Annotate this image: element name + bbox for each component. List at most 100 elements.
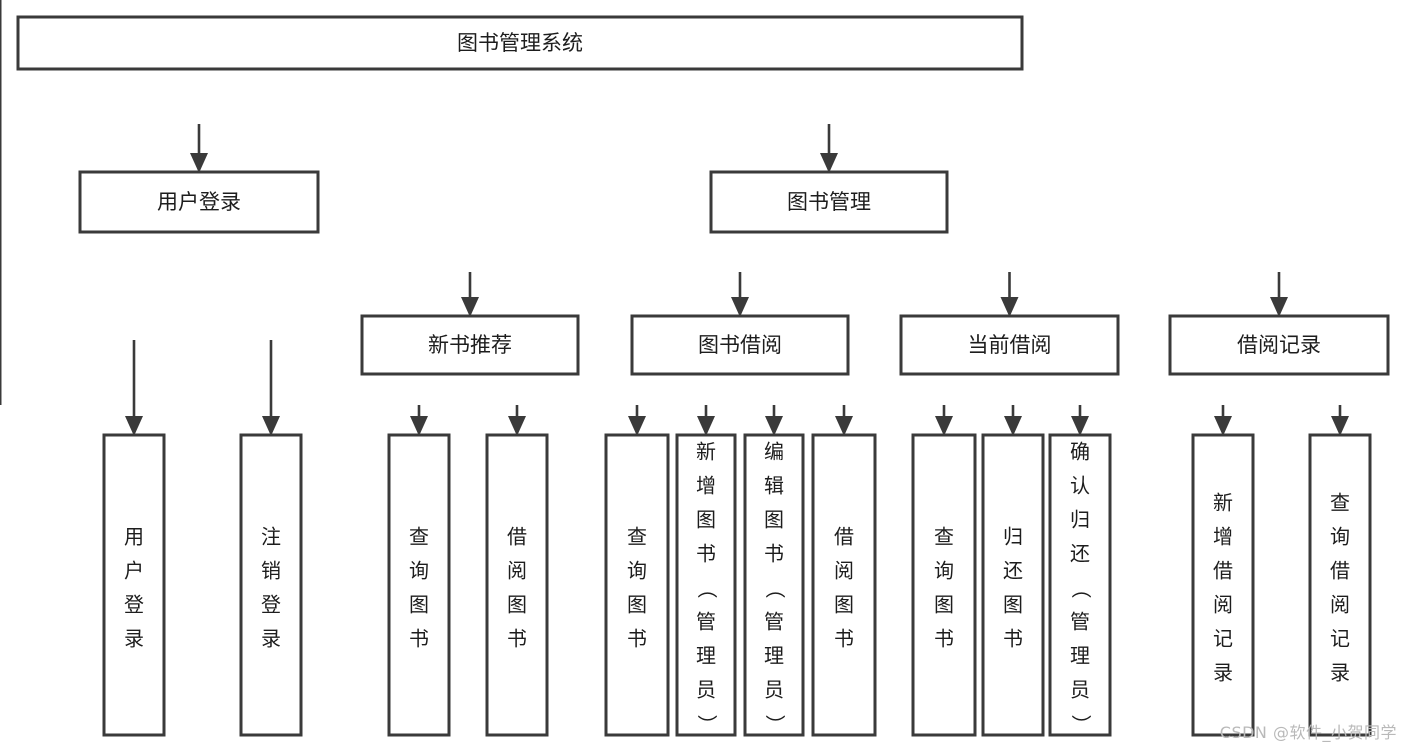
node-leaf-return-book-box[interactable] (981, 433, 1045, 737)
svg-text:图: 图 (696, 508, 716, 532)
node-leaf-query-borrow-record-box[interactable] (1308, 433, 1372, 737)
user-login-to-leaves-arrow-0 (125, 416, 143, 436)
svg-text:借: 借 (1330, 559, 1350, 583)
node-book-borrow-label: 图书借阅 (698, 333, 782, 357)
node-user-login-label: 用户登录 (157, 190, 241, 214)
svg-text:阅: 阅 (1330, 593, 1350, 617)
book-manage-to-level3-arrow-1 (731, 297, 749, 317)
svg-text:书: 书 (1003, 627, 1023, 651)
svg-text:图: 图 (409, 593, 429, 617)
node-leaf-query-book-rec-box[interactable] (387, 433, 451, 737)
svg-text:）: ） (763, 715, 787, 735)
borrow-record-to-leaves-arrow-1 (1331, 416, 1349, 436)
book-borrow-to-leaves-arrow-1 (697, 416, 715, 436)
svg-text:确: 确 (1070, 440, 1090, 464)
svg-text:）: ） (695, 715, 719, 735)
svg-text:（: （ (1069, 579, 1093, 599)
svg-text:书: 书 (627, 627, 647, 651)
node-leaf-borrow-book-rec-box[interactable] (485, 433, 549, 737)
svg-text:员: 员 (1070, 678, 1090, 702)
node-leaf-add-borrow-record-box[interactable] (1191, 433, 1255, 737)
node-leaf-user-login-box[interactable] (102, 433, 166, 737)
svg-text:阅: 阅 (1213, 593, 1233, 617)
svg-text:图: 图 (507, 593, 527, 617)
svg-text:查: 查 (1330, 491, 1350, 515)
svg-text:询: 询 (1330, 525, 1350, 549)
node-leaf-confirm-return-admin-box[interactable] (1048, 433, 1112, 737)
svg-text:书: 书 (834, 627, 854, 651)
svg-text:（: （ (695, 579, 719, 599)
svg-text:还: 还 (1070, 542, 1090, 566)
node-leaf-user-logout-box[interactable] (239, 433, 303, 737)
node-book-manage-label: 图书管理 (787, 190, 871, 214)
node-leaf-edit-book-admin-box[interactable] (743, 433, 805, 737)
current-borrow-to-leaves-arrow-0 (935, 416, 953, 436)
node-borrow-record-box[interactable] (1168, 314, 1390, 376)
node-root-box[interactable] (16, 15, 1024, 71)
node-leaf-add-book-admin-box[interactable] (675, 433, 737, 737)
book-manage-to-level3-arrow-0 (461, 297, 479, 317)
node-book-manage-box[interactable] (709, 170, 949, 234)
svg-text:书: 书 (409, 627, 429, 651)
svg-text:图: 图 (627, 593, 647, 617)
svg-text:记: 记 (1213, 627, 1233, 651)
node-current-borrow-box[interactable] (899, 314, 1120, 376)
node-current-borrow-label: 当前借阅 (968, 333, 1052, 357)
svg-text:）: ） (1069, 715, 1093, 735)
node-leaf-user-login-label: 用户登录 (124, 525, 144, 651)
node-leaf-query-book-current-box[interactable] (911, 433, 977, 737)
node-new-book-recommend-box[interactable] (360, 314, 580, 376)
svg-text:录: 录 (261, 627, 281, 651)
svg-text:理: 理 (1070, 644, 1090, 668)
svg-text:编: 编 (764, 440, 784, 464)
svg-text:注: 注 (261, 525, 281, 549)
svg-text:理: 理 (696, 644, 716, 668)
new-book-recommend-to-leaves-arrow-0 (410, 416, 428, 436)
user-login-to-leaves-arrow-1 (262, 416, 280, 436)
svg-text:新: 新 (1213, 491, 1233, 515)
node-book-borrow-box[interactable] (630, 314, 850, 376)
current-borrow-to-leaves-arrow-1 (1004, 416, 1022, 436)
svg-text:借: 借 (507, 525, 527, 549)
svg-text:询: 询 (627, 559, 647, 583)
svg-text:登: 登 (124, 593, 144, 617)
svg-text:询: 询 (409, 559, 429, 583)
node-leaf-borrow-book-box[interactable] (811, 433, 877, 737)
svg-text:询: 询 (934, 559, 954, 583)
node-borrow-record-label: 借阅记录 (1237, 333, 1321, 357)
svg-text:图: 图 (934, 593, 954, 617)
svg-text:图: 图 (834, 593, 854, 617)
svg-text:增: 增 (696, 474, 716, 498)
svg-text:图: 图 (1003, 593, 1023, 617)
svg-text:管: 管 (764, 610, 784, 634)
svg-text:阅: 阅 (834, 559, 854, 583)
svg-text:户: 户 (124, 559, 144, 583)
new-book-recommend-to-leaves-arrow-1 (508, 416, 526, 436)
borrow-record-to-leaves-arrow-0 (1214, 416, 1232, 436)
svg-text:新: 新 (696, 440, 716, 464)
node-user-login-box[interactable] (78, 170, 320, 234)
svg-text:查: 查 (627, 525, 647, 549)
svg-text:归: 归 (1070, 508, 1090, 532)
node-leaf-query-book-borrow-box[interactable] (604, 433, 670, 737)
svg-text:录: 录 (1330, 661, 1350, 685)
svg-text:理: 理 (764, 644, 784, 668)
svg-text:书: 书 (696, 542, 716, 566)
svg-text:销: 销 (261, 559, 281, 583)
root-to-level2-arrow-1 (820, 153, 838, 173)
svg-text:管: 管 (696, 610, 716, 634)
root-to-level2-arrow-0 (190, 153, 208, 173)
